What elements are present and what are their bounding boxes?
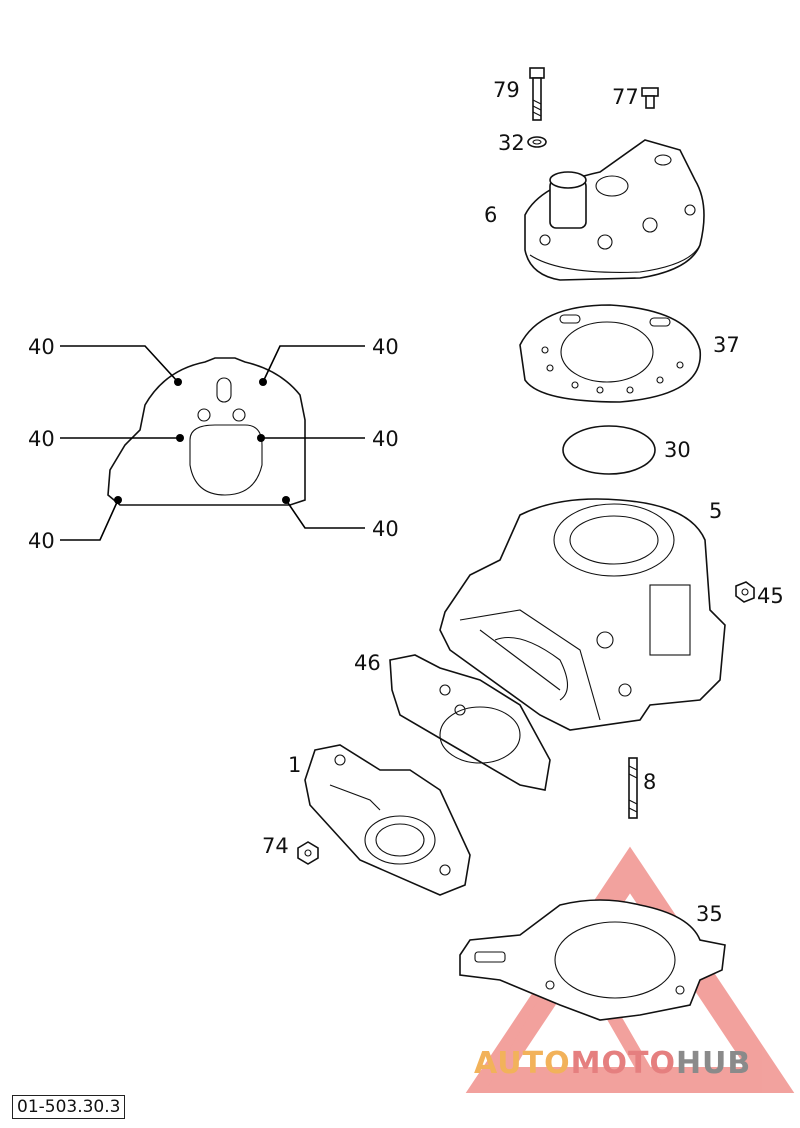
callout-40-top-left: 40 bbox=[28, 335, 55, 359]
callout-79: 79 bbox=[493, 78, 520, 102]
brand-part-auto: AUTO bbox=[474, 1046, 571, 1081]
callout-30: 30 bbox=[664, 438, 691, 462]
watermark-brand-text: AUTOMOTOHUB bbox=[474, 1046, 751, 1081]
figure-code: 01-503.30.3 bbox=[12, 1095, 126, 1119]
part-74-nut bbox=[297, 841, 319, 865]
part-46-intake-gasket bbox=[389, 654, 551, 791]
callout-6: 6 bbox=[484, 203, 497, 227]
callout-1: 1 bbox=[288, 753, 301, 777]
callout-40-bottom-right: 40 bbox=[372, 517, 399, 541]
callout-46: 46 bbox=[354, 651, 381, 675]
leader-lines-40 bbox=[60, 345, 365, 541]
callout-40-mid-left: 40 bbox=[28, 427, 55, 451]
part-45-nut bbox=[735, 581, 755, 603]
part-1-intake-flange bbox=[304, 744, 471, 896]
callout-40-mid-right: 40 bbox=[372, 427, 399, 451]
callout-5: 5 bbox=[709, 499, 722, 523]
callout-77: 77 bbox=[612, 85, 639, 109]
callout-40-top-right: 40 bbox=[372, 335, 399, 359]
callout-32: 32 bbox=[498, 131, 525, 155]
part-5-cylinder bbox=[439, 498, 726, 731]
callout-8: 8 bbox=[643, 770, 656, 794]
callout-35: 35 bbox=[696, 902, 723, 926]
part-30-o-ring bbox=[562, 425, 656, 475]
part-35-base-gasket bbox=[459, 899, 726, 1021]
callout-40-bottom-left: 40 bbox=[28, 529, 55, 553]
brand-part-hub: HUB bbox=[675, 1046, 752, 1081]
part-6-cylinder-head bbox=[524, 139, 705, 281]
brand-part-moto: MOTO bbox=[570, 1046, 676, 1081]
exhaust-gasket-outline bbox=[107, 357, 306, 506]
callout-45: 45 bbox=[757, 584, 784, 608]
part-79-bolt bbox=[529, 67, 545, 121]
part-32-washer bbox=[527, 136, 547, 148]
part-37-head-gasket bbox=[519, 304, 701, 403]
part-8-stud bbox=[628, 757, 638, 819]
part-77-bolt bbox=[641, 87, 659, 109]
callout-37: 37 bbox=[713, 333, 740, 357]
callout-74: 74 bbox=[262, 834, 289, 858]
